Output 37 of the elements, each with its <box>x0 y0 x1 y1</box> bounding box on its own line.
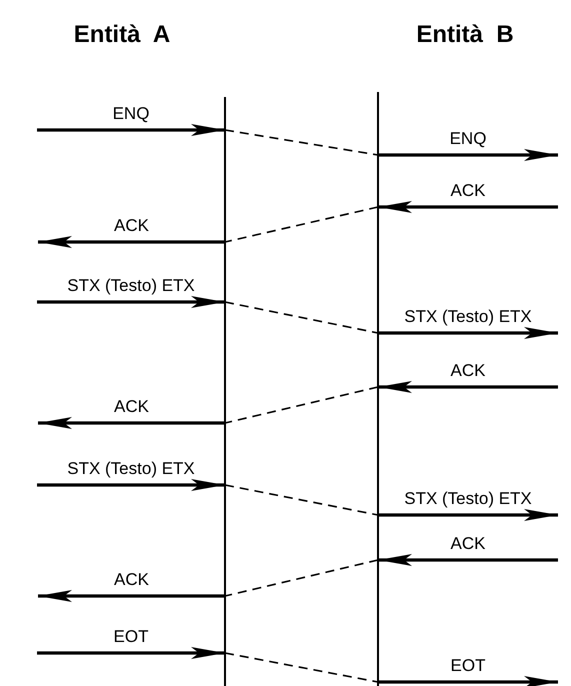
arrow <box>38 590 225 602</box>
edge-label: ACK <box>114 397 149 417</box>
dashed-line <box>224 559 378 597</box>
dashed-line <box>224 652 378 683</box>
arrow <box>37 647 225 659</box>
arrow <box>378 554 558 566</box>
edge-label: ACK <box>450 534 486 554</box>
edge-label: ACK <box>114 570 149 590</box>
edge-label: ENQ <box>112 104 150 124</box>
edge-label: ACK <box>450 361 486 381</box>
arrow <box>378 509 558 521</box>
edge-label: STX (Testo) ETX <box>404 489 532 509</box>
arrow <box>37 296 225 308</box>
edge-label: ACK <box>450 181 486 201</box>
dashed-line <box>224 386 378 424</box>
arrow <box>378 201 558 213</box>
arrow <box>378 381 558 393</box>
edge-label: EOT <box>114 627 148 647</box>
edge-label: ENQ <box>450 129 486 149</box>
arrow <box>378 676 558 686</box>
dashed-line <box>224 206 378 243</box>
edge-label: STX (Testo) ETX <box>67 459 195 479</box>
edge-label: EOT <box>450 656 486 676</box>
dashed-line <box>224 301 378 334</box>
arrow <box>378 149 558 161</box>
dashed-line <box>224 484 378 516</box>
edge-label: ACK <box>114 216 149 236</box>
entity-title: Entità B <box>416 21 514 49</box>
dashed-line <box>224 129 378 156</box>
arrow <box>38 417 225 429</box>
arrow <box>378 327 558 339</box>
edge-label: STX (Testo) ETX <box>67 276 195 296</box>
entity-title: Entità A <box>74 21 170 49</box>
edge-label: STX (Testo) ETX <box>404 307 532 327</box>
arrow <box>38 236 225 248</box>
arrow <box>37 479 225 491</box>
arrow <box>37 124 225 136</box>
